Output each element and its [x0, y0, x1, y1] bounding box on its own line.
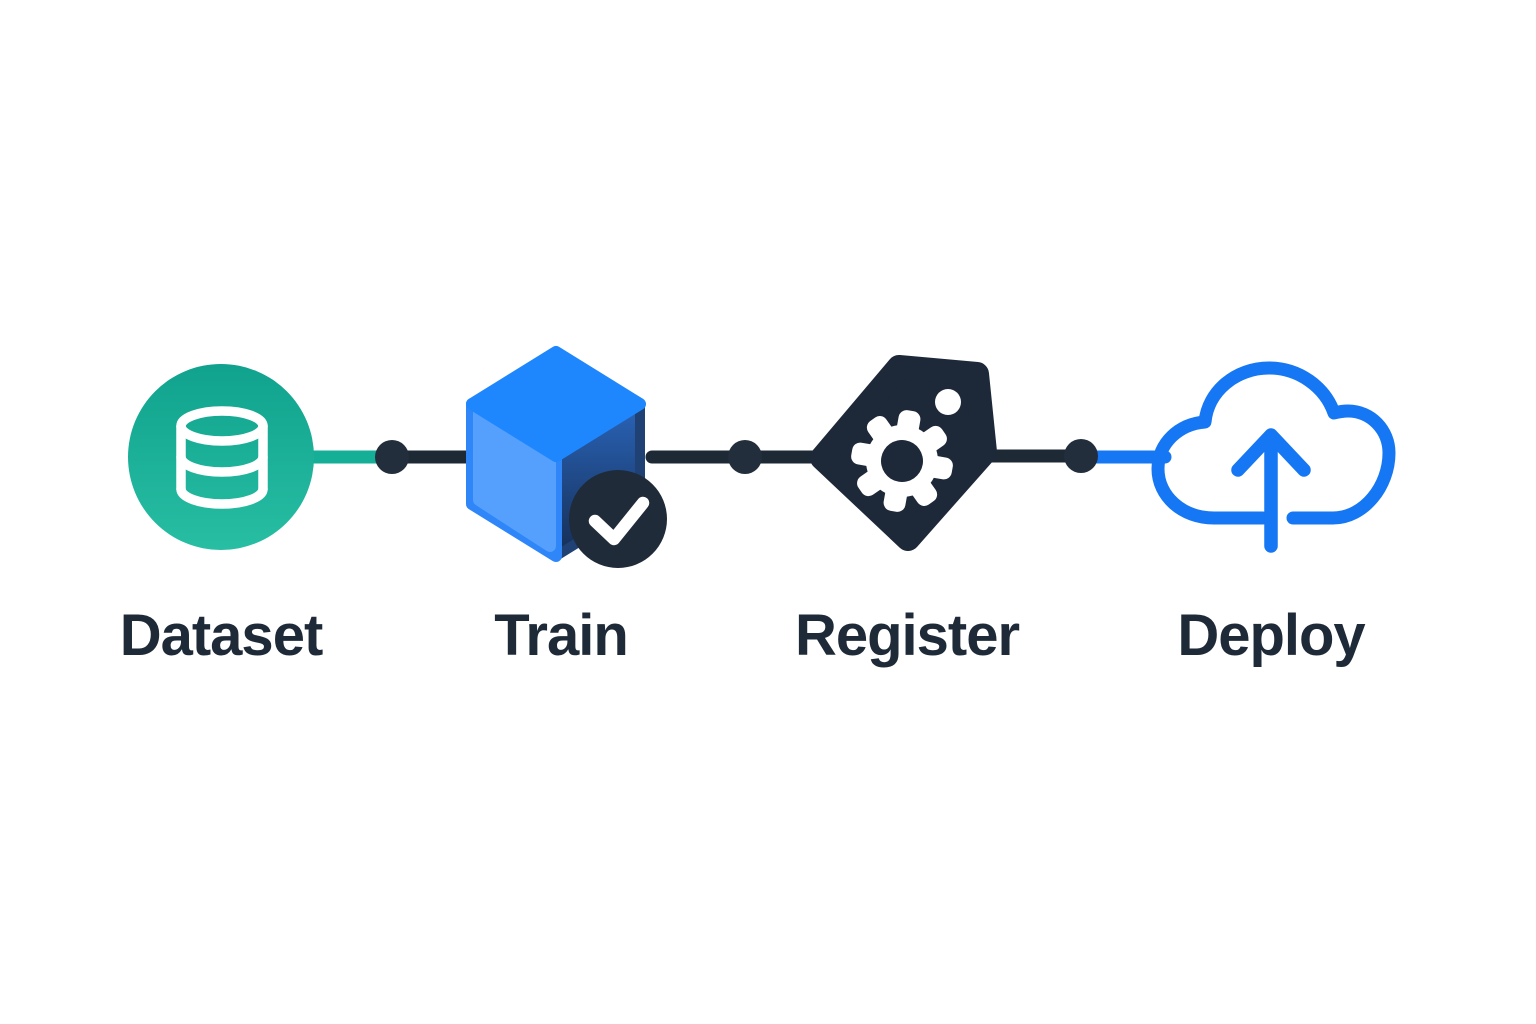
stage-label-train: Train	[494, 603, 628, 668]
connector-dataset-train	[298, 440, 481, 474]
gear-center	[881, 440, 923, 482]
cube-top-face	[466, 346, 646, 462]
check-icon	[588, 496, 650, 546]
stage-deploy: Deploy	[1151, 361, 1396, 668]
connector-train-register	[645, 440, 825, 474]
connector-register-deploy	[983, 439, 1172, 473]
stage-label-dataset: Dataset	[120, 603, 323, 668]
stage-dataset: Dataset	[120, 364, 324, 668]
check-badge-circle	[569, 470, 667, 568]
stage-register: Register	[795, 355, 1020, 668]
connector-dot	[1064, 439, 1098, 473]
tag-hole	[935, 389, 961, 415]
stage-label-deploy: Deploy	[1177, 603, 1365, 668]
database-icon	[176, 406, 268, 509]
check-badge	[569, 470, 667, 568]
upload-arrow-icon	[1231, 428, 1311, 553]
gear-icon	[851, 410, 953, 512]
dataset-circle	[128, 364, 314, 550]
cloud-icon	[1151, 361, 1396, 525]
stage-label-register: Register	[795, 603, 1020, 668]
connector-dot	[375, 440, 409, 474]
connector-dot	[728, 440, 762, 474]
stage-train: Train	[466, 346, 667, 668]
